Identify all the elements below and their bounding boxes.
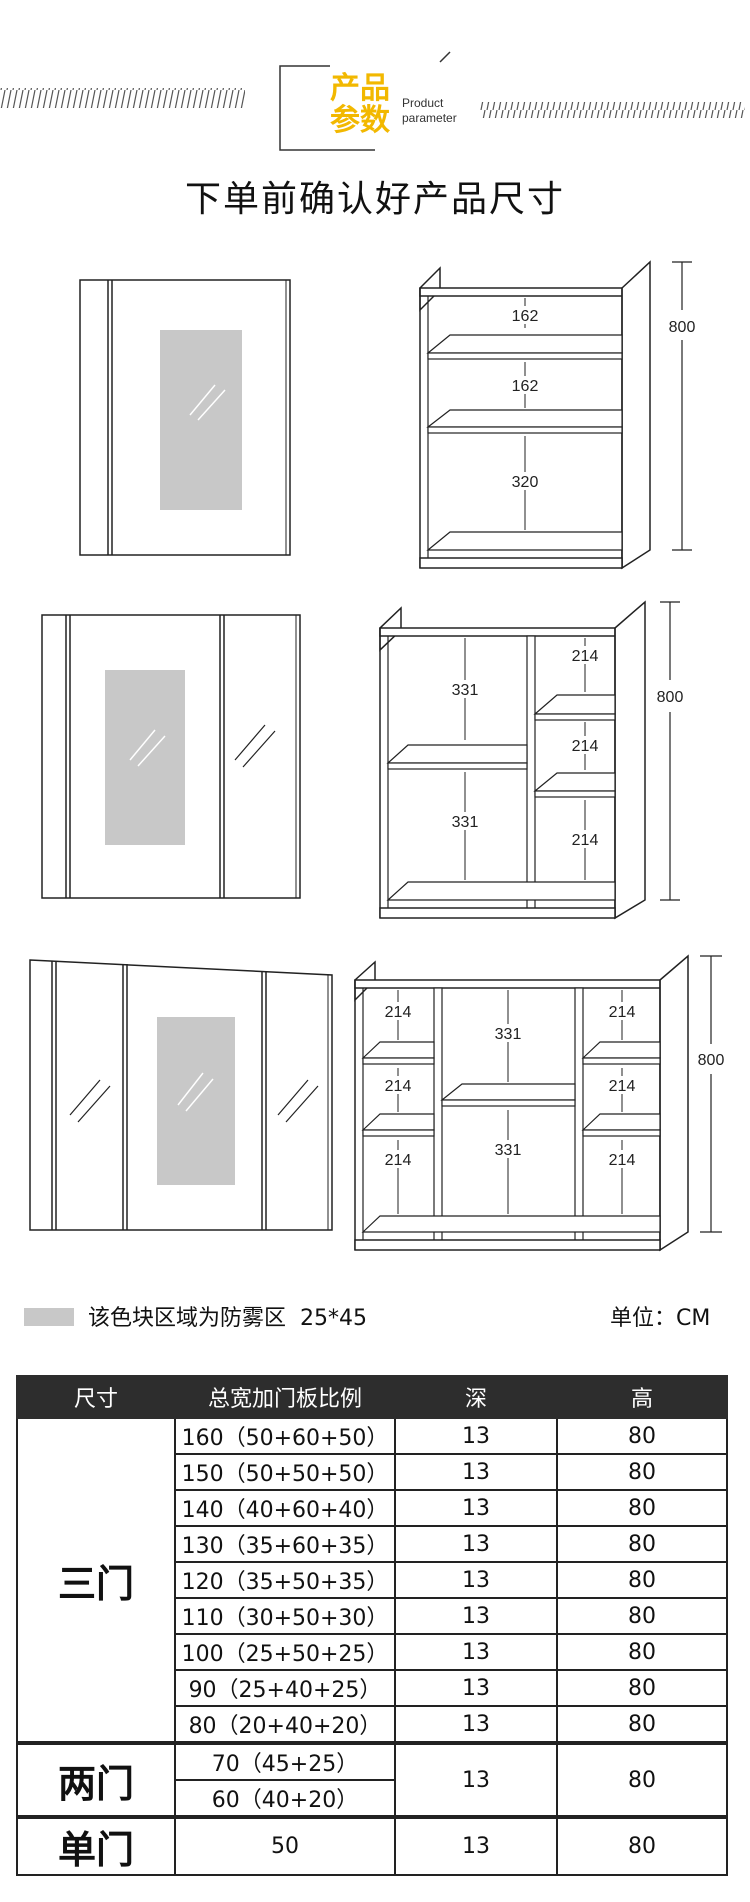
- group-label-two-door: 两门: [16, 1741, 176, 1818]
- cell-height: 80: [556, 1705, 728, 1744]
- table-row: 130（35+60+35） 13 80: [17, 1525, 728, 1563]
- header-height: 高: [556, 1375, 728, 1419]
- header-title-line1: 产品: [330, 71, 390, 106]
- cell-width: 160（50+60+50）: [174, 1417, 396, 1455]
- anti-fog-area: [157, 1017, 235, 1185]
- cell-height: 80: [556, 1633, 728, 1671]
- cell-height: 80: [556, 1525, 728, 1563]
- cell-depth: 13: [394, 1525, 558, 1563]
- legend-text: 该色块区域为防雾区 25*45: [88, 1306, 367, 1331]
- cell-width: 50: [174, 1815, 396, 1876]
- table-row: 150（50+50+50） 13 80: [17, 1453, 728, 1491]
- table-row: 120（35+50+35） 13 80: [17, 1561, 728, 1599]
- single-dim-3: 320: [512, 474, 539, 491]
- single-dim-2: 162: [512, 378, 539, 395]
- table-row: 三门 160（50+60+50） 13 80: [16, 1417, 728, 1744]
- single-door-interior-view: 162 162 320 800: [419, 260, 696, 570]
- table-header-row: 尺寸 总宽加门板比例 深 高: [16, 1375, 728, 1419]
- table-row: 两门 70（45+25） 13 80: [16, 1741, 728, 1818]
- header-subtitle-en-line2: parameter: [402, 111, 457, 125]
- triple-right-dim-2: 214: [609, 1078, 636, 1095]
- cell-depth: 13: [394, 1815, 558, 1876]
- double-right-dim-1: 214: [572, 648, 599, 665]
- triple-right-dim-3: 214: [609, 1152, 636, 1169]
- cell-width: 90（25+40+25）: [174, 1669, 396, 1707]
- double-door-front-view: [41, 614, 301, 899]
- triple-total-height: 800: [698, 1052, 725, 1069]
- triple-door-interior-view: 214 214 214 331 331 214 214 214 800: [354, 954, 725, 1252]
- cell-width: 150（50+50+50）: [174, 1453, 396, 1491]
- cell-depth: 13: [394, 1417, 558, 1455]
- cell-height: 80: [556, 1815, 728, 1876]
- cell-height: 80: [556, 1597, 728, 1635]
- triple-door-front-view: [29, 959, 333, 1231]
- header-subtitle-en-line1: Product: [402, 96, 444, 110]
- cell-width: 110（30+50+30）: [174, 1597, 396, 1635]
- double-left-dim-1: 331: [452, 682, 479, 699]
- single-dim-1: 162: [512, 308, 539, 325]
- header-title-line2: 参数: [330, 103, 390, 138]
- cell-depth: 13: [394, 1597, 558, 1635]
- table-row: 80（20+40+20） 13 80: [17, 1705, 728, 1744]
- cell-depth: 13: [394, 1705, 558, 1744]
- cell-depth: 13: [394, 1633, 558, 1671]
- cell-depth: 13: [394, 1741, 558, 1818]
- triple-right-dim-1: 214: [609, 1004, 636, 1021]
- triple-left-dim-3: 214: [385, 1152, 412, 1169]
- cell-depth: 13: [394, 1561, 558, 1599]
- header-depth: 深: [394, 1375, 558, 1419]
- single-door-front-view: [79, 279, 291, 556]
- header-size: 尺寸: [16, 1375, 176, 1419]
- header-hatch-decoration: [0, 88, 745, 118]
- cell-width: 130（35+60+35）: [174, 1525, 396, 1563]
- double-right-dim-2: 214: [572, 738, 599, 755]
- group-label-single-door: 单门: [16, 1815, 176, 1876]
- cell-width: 80（20+40+20）: [174, 1705, 396, 1744]
- triple-left-dim-2: 214: [385, 1078, 412, 1095]
- group-label-three-door: 三门: [16, 1417, 176, 1744]
- anti-fog-swatch: [24, 1308, 74, 1326]
- cell-height: 80: [556, 1561, 728, 1599]
- table-row: 90（25+40+25） 13 80: [17, 1669, 728, 1707]
- anti-fog-area: [160, 330, 242, 510]
- header-subtitle-en: Product parameter: [402, 96, 457, 125]
- table-row: 100（25+50+25） 13 80: [17, 1633, 728, 1671]
- cell-height: 80: [556, 1453, 728, 1491]
- table-row: 110（30+50+30） 13 80: [17, 1597, 728, 1635]
- cell-width: 100（25+50+25）: [174, 1633, 396, 1671]
- single-total-height: 800: [669, 319, 696, 336]
- double-door-interior-view: 331 331 214 214 214 800: [379, 600, 684, 920]
- double-right-dim-3: 214: [572, 832, 599, 849]
- cell-depth: 13: [394, 1489, 558, 1527]
- cell-width: 70（45+25）: [174, 1741, 396, 1781]
- cell-height: 80: [556, 1669, 728, 1707]
- cell-width: 60（40+20）: [174, 1779, 396, 1818]
- cell-height: 80: [556, 1489, 728, 1527]
- page-subtitle: 下单前确认好产品尺寸: [184, 179, 565, 220]
- table-row: 单门 50 13 80: [16, 1815, 728, 1876]
- header-frame: [279, 51, 451, 151]
- table-row: 60（40+20）: [17, 1779, 727, 1818]
- unit-label: 单位：CM: [610, 1306, 711, 1331]
- cell-depth: 13: [394, 1453, 558, 1491]
- double-total-height: 800: [657, 689, 684, 706]
- triple-left-dim-1: 214: [385, 1004, 412, 1021]
- double-left-dim-2: 331: [452, 814, 479, 831]
- table-row: 140（40+60+40） 13 80: [17, 1489, 728, 1527]
- triple-middle-dim-1: 331: [495, 1026, 522, 1043]
- cell-height: 80: [556, 1417, 728, 1455]
- cell-depth: 13: [394, 1669, 558, 1707]
- header-width: 总宽加门板比例: [174, 1375, 396, 1419]
- header-title: 产品 参数: [330, 74, 390, 138]
- triple-middle-dim-2: 331: [495, 1142, 522, 1159]
- size-table: 尺寸 总宽加门板比例 深 高 三门 160（50+60+50） 13 80 15…: [16, 1375, 728, 1876]
- cell-width: 120（35+50+35）: [174, 1561, 396, 1599]
- cell-height: 80: [556, 1741, 728, 1818]
- cell-width: 140（40+60+40）: [174, 1489, 396, 1527]
